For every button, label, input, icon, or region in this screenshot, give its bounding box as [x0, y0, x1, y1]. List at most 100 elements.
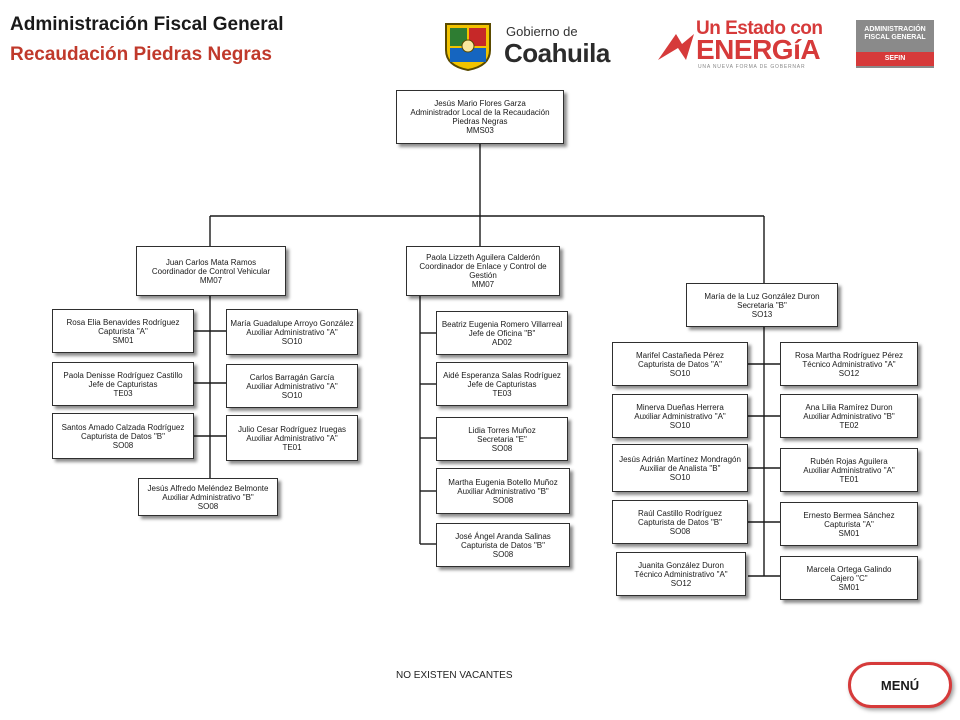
- org-box-right-head: María de la Luz González Duron Secretari…: [686, 283, 838, 327]
- org-code: SM01: [838, 582, 860, 592]
- org-code: SO08: [492, 549, 514, 559]
- org-name: Marifel Castañeda Pérez: [635, 350, 725, 360]
- org-box-mid-4: Martha Eugenia Botello Muñoz Auxiliar Ad…: [436, 468, 570, 514]
- org-role: Jefe de Oficina "B": [468, 328, 536, 338]
- org-role: Auxiliar Administrativo "B": [457, 486, 549, 496]
- org-code: TE03: [492, 388, 512, 398]
- org-name: Juan Carlos Mata Ramos: [165, 257, 257, 267]
- org-box-left-a-1: Rosa Elia Benavides Rodríguez Capturista…: [52, 309, 194, 353]
- org-name: Carlos Barragán García: [249, 372, 335, 382]
- org-box-mid-2: Aidé Esperanza Salas Rodríguez Jefe de C…: [436, 362, 568, 406]
- afg-line2: FISCAL GENERAL: [864, 34, 926, 41]
- org-code: TE01: [282, 442, 302, 452]
- org-box-mid-head: Paola Lizzeth Aguilera Calderón Coordina…: [406, 246, 560, 296]
- org-code: SO10: [281, 336, 303, 346]
- org-role: Capturista de Datos "B": [81, 431, 165, 441]
- org-code: MM07: [471, 280, 495, 289]
- org-name: Minerva Dueñas Herrera: [636, 402, 724, 412]
- org-box-head: Jesús Mario Flores Garza Administrador L…: [396, 90, 564, 144]
- org-code: SO08: [197, 501, 219, 511]
- org-name: Beatriz Eugenia Romero Villarreal: [441, 319, 563, 329]
- org-role: Coordinador de Enlace y Control de Gesti…: [419, 262, 547, 280]
- org-code: SO08: [491, 443, 513, 453]
- org-box-mid-1: Beatriz Eugenia Romero Villarreal Jefe d…: [436, 311, 568, 355]
- org-role: Auxiliar Administrativo "A": [803, 465, 895, 475]
- org-box-right-b-1: Rosa Martha Rodríguez Pérez Técnico Admi…: [780, 342, 918, 386]
- org-name: Paola Lizzeth Aguilera Calderón: [426, 253, 540, 262]
- org-name: Marcela Ortega Galindo: [806, 564, 892, 574]
- org-role: Auxiliar Administrativo "A": [246, 381, 338, 391]
- org-name: Juanita González Duron: [638, 560, 724, 570]
- org-code: SO08: [492, 495, 514, 505]
- vacancy-note: NO EXISTEN VACANTES: [396, 670, 513, 681]
- org-code: SO10: [669, 368, 691, 378]
- org-box-right-a-3: Jesús Adrián Martínez Mondragón Auxiliar…: [612, 444, 748, 492]
- org-name: Rubén Rojas Aguilera: [810, 456, 888, 466]
- org-role: Técnico Administrativo "A": [802, 359, 896, 369]
- org-role: Capturista "A": [98, 326, 148, 336]
- org-code: SO13: [751, 309, 773, 319]
- org-name: Rosa Martha Rodríguez Pérez: [794, 350, 904, 360]
- org-role: Jefe de Capturistas: [88, 379, 158, 389]
- estado-top-logo: Un Estado con: [696, 18, 823, 39]
- org-code: SO12: [670, 578, 692, 588]
- org-code: SO10: [281, 390, 303, 400]
- org-code: SO12: [838, 368, 860, 378]
- org-role: Capturista de Datos "A": [638, 359, 722, 369]
- org-box-left-bottom: Jesús Alfredo Meléndez Belmonte Auxiliar…: [138, 478, 278, 516]
- org-role: Auxiliar Administrativo "A": [246, 433, 338, 443]
- estado-big-logo: ENERGíA: [696, 34, 821, 65]
- org-code: TE01: [839, 474, 859, 484]
- org-name: Paola Denisse Rodríguez Castillo: [63, 370, 183, 380]
- org-box-left-b-3: Julio Cesar Rodríguez Iruegas Auxiliar A…: [226, 415, 358, 461]
- org-name: Aidé Esperanza Salas Rodríguez: [443, 370, 561, 380]
- org-code: SM01: [112, 335, 134, 345]
- org-box-right-a-1: Marifel Castañeda Pérez Capturista de Da…: [612, 342, 748, 386]
- org-name: Ernesto Bermea Sánchez: [803, 510, 895, 520]
- org-name: Martha Eugenia Botello Muñoz: [448, 477, 558, 487]
- org-box-right-a-2: Minerva Dueñas Herrera Auxiliar Administ…: [612, 394, 748, 438]
- org-code: TE03: [113, 388, 133, 398]
- menu-button[interactable]: MENÚ: [848, 662, 952, 708]
- org-box-left-a-3: Santos Amado Calzada Rodríguez Capturist…: [52, 413, 194, 459]
- org-box-left-head: Juan Carlos Mata Ramos Coordinador de Co…: [136, 246, 286, 296]
- org-code: AD02: [491, 337, 512, 347]
- org-name: Jesús Alfredo Meléndez Belmonte: [147, 483, 269, 493]
- org-name: Julio Cesar Rodríguez Iruegas: [237, 424, 347, 434]
- org-role: Auxiliar Administrativo "A": [246, 327, 338, 337]
- org-box-right-b-5: Marcela Ortega Galindo Cajero "C" SM01: [780, 556, 918, 600]
- org-name: María Guadalupe Arroyo González: [230, 318, 354, 328]
- org-box-left-b-2: Carlos Barragán García Auxiliar Administ…: [226, 364, 358, 408]
- org-box-right-a-5: Juanita González Duron Técnico Administr…: [616, 552, 746, 596]
- org-role: Auxiliar de Analista "B": [639, 463, 721, 473]
- org-box-right-b-2: Ana Lilia Ramírez Duron Auxiliar Adminis…: [780, 394, 918, 438]
- org-role: Capturista de Datos "B": [461, 540, 545, 550]
- org-role: Capturista de Datos "B": [638, 517, 722, 527]
- gobierno-small-logo: Gobierno de: [506, 24, 578, 39]
- org-name: Santos Amado Calzada Rodríguez: [61, 422, 185, 432]
- org-box-right-b-4: Ernesto Bermea Sánchez Capturista "A" SM…: [780, 502, 918, 546]
- gobierno-big-logo: Coahuila: [504, 38, 610, 68]
- org-role: Secretaria "E": [477, 434, 527, 444]
- org-role: Coordinador de Control Vehicular: [151, 266, 271, 276]
- org-code: SO10: [669, 420, 691, 430]
- afg-sefin-logo: SEFIN: [856, 52, 934, 66]
- page-subtitle: Recaudación Piedras Negras: [10, 44, 272, 65]
- org-role: Técnico Administrativo "A": [634, 569, 728, 579]
- coahuila-seal-icon: [445, 23, 491, 72]
- org-name: Ana Lilia Ramírez Duron: [805, 402, 893, 412]
- org-role: Secretaria "B": [737, 300, 787, 310]
- org-code: MM07: [199, 275, 223, 285]
- org-name: María de la Luz González Duron: [704, 291, 820, 301]
- org-name: Jesús Mario Flores Garza: [434, 99, 526, 108]
- org-name: Jesús Adrián Martínez Mondragón: [619, 454, 741, 464]
- estado-tagline: UNA NUEVA FORMA DE GOBERNAR: [698, 64, 806, 70]
- org-name: Lidia Torres Muñoz: [468, 425, 536, 435]
- org-name: José Ángel Aranda Salinas: [455, 531, 551, 541]
- org-code: MMS03: [466, 126, 494, 135]
- energia-arrow-icon: [658, 34, 694, 60]
- afg-line1: ADMINISTRACIÓN: [864, 26, 926, 33]
- org-box-right-a-4: Raúl Castillo Rodríguez Capturista de Da…: [612, 500, 748, 544]
- org-code: SO08: [669, 526, 691, 536]
